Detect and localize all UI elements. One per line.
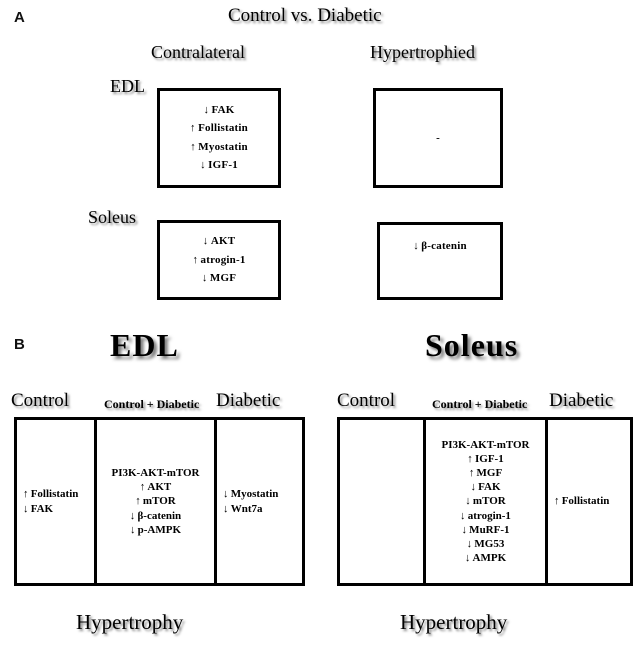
panel-a-entry: ↓ MGF xyxy=(201,272,237,285)
panel-b-grid-soleus: PI3K-AKT-mTOR↑ IGF-1↑ MGF↓ FAK↓ mTOR↓ at… xyxy=(337,417,633,586)
panel-b-entry: ↓ Wnt7a xyxy=(223,502,263,515)
arrow-down-icon: ↓ xyxy=(466,537,473,550)
arrow-down-icon: ↓ xyxy=(129,523,136,536)
panel-b-title-edl: EDL xyxy=(110,327,179,363)
panel-a-box-edl-contralateral: ↓ FAK ↑ Follistatin ↑ Myostatin ↓ IGF-1 xyxy=(157,88,281,188)
arrow-down-icon: ↓ xyxy=(413,240,419,252)
arrow-up-icon: ↑ xyxy=(467,453,473,466)
panel-b-entry: ↓ FAK xyxy=(470,481,501,494)
panel-b-entry: ↑ MGF xyxy=(468,467,503,480)
panel-b-entry: ↓ Myostatin xyxy=(223,488,279,501)
panel-b-soleus-column-control-plus-diabetic: PI3K-AKT-mTOR↑ IGF-1↑ MGF↓ FAK↓ mTOR↓ at… xyxy=(426,420,548,583)
arrow-up-icon: ↑ xyxy=(190,122,196,135)
panel-b-entry: ↑ IGF-1 xyxy=(467,453,504,466)
arrow-up-icon: ↑ xyxy=(468,467,475,480)
panel-b-entry: ↑ AKT xyxy=(139,481,172,494)
panel-a-letter: A xyxy=(14,9,25,26)
panel-b-entry: ↓ AMPK xyxy=(464,551,507,564)
panel-b-entry: ↑ mTOR xyxy=(135,495,176,508)
panel-b-letter: B xyxy=(14,336,25,353)
arrow-up-icon: ↑ xyxy=(192,253,199,266)
arrow-up-icon: ↑ xyxy=(23,488,29,501)
arrow-up-icon: ↑ xyxy=(190,140,196,153)
panel-b-entry: ↑ Follistatin xyxy=(554,495,610,508)
panel-a-row-header-edl: EDL xyxy=(110,76,145,96)
arrow-down-icon: ↓ xyxy=(203,103,210,116)
panel-b-edl-header-control: Control xyxy=(11,390,70,411)
panel-a-box-edl-hypertrophied: - xyxy=(373,88,503,188)
panel-b-edl-column-diabetic: ↓ Myostatin↓ Wnt7a xyxy=(217,420,302,583)
panel-b-soleus-bottom-label: Hypertrophy xyxy=(400,610,508,634)
arrow-down-icon: ↓ xyxy=(201,272,208,285)
arrow-up-icon: ↑ xyxy=(135,495,141,508)
panel-b-soleus-header-control: Control xyxy=(337,390,396,411)
panel-b-soleus-column-diabetic: ↑ Follistatin xyxy=(548,420,630,583)
panel-a-entry: ↑ Follistatin xyxy=(190,122,248,135)
panel-b-edl-column-control: ↑ Follistatin↓ FAK xyxy=(17,420,97,583)
arrow-down-icon: ↓ xyxy=(202,234,209,247)
panel-b-edl-column-control-plus-diabetic: PI3K-AKT-mTOR↑ AKT↑ mTOR↓ β-catenin↓ p-A… xyxy=(97,420,217,583)
panel-a-box-soleus-contralateral: ↓ AKT ↑ atrogin-1 ↓ MGF xyxy=(157,220,281,300)
panel-a-entry: ↑ atrogin-1 xyxy=(192,253,246,266)
panel-b-entry: ↓ p-AMPK xyxy=(129,523,182,536)
panel-a-entry: ↓ AKT xyxy=(202,234,236,247)
arrow-down-icon: ↓ xyxy=(461,523,467,536)
panel-b-entry: PI3K-AKT-mTOR xyxy=(111,467,200,480)
panel-a-column-header-contralateral: Contralateral xyxy=(151,42,245,62)
panel-b-edl-header-diabetic: Diabetic xyxy=(216,390,281,411)
arrow-down-icon: ↓ xyxy=(465,495,471,508)
panel-b-grid-edl: ↑ Follistatin↓ FAK PI3K-AKT-mTOR↑ AKT↑ m… xyxy=(14,417,305,586)
arrow-down-icon: ↓ xyxy=(200,159,206,172)
arrow-down-icon: ↓ xyxy=(470,481,476,494)
arrow-down-icon: ↓ xyxy=(223,502,229,515)
panel-b-soleus-header-control-plus-diabetic: Control + Diabetic xyxy=(432,397,528,411)
arrow-up-icon: ↑ xyxy=(554,495,560,508)
figure-title: Control vs. Diabetic xyxy=(228,5,382,26)
panel-a-entry: ↓ IGF-1 xyxy=(200,159,238,172)
arrow-down-icon: ↓ xyxy=(223,488,229,501)
panel-b-edl-header-control-plus-diabetic: Control + Diabetic xyxy=(104,397,200,411)
panel-a-column-header-hypertrophied: Hypertrophied xyxy=(370,42,475,62)
panel-b-soleus-header-diabetic: Diabetic xyxy=(549,390,614,411)
arrow-down-icon: ↓ xyxy=(460,509,466,522)
panel-b-entry: ↓ FAK xyxy=(23,502,54,515)
panel-a-entry: ↓ β-catenin xyxy=(413,240,467,252)
arrow-down-icon: ↓ xyxy=(464,551,471,564)
panel-a-entry: ↓ FAK xyxy=(203,103,235,116)
panel-a-row-header-soleus: Soleus xyxy=(88,207,137,227)
panel-a-box-soleus-hypertrophied: ↓ β-catenin xyxy=(377,222,503,300)
panel-b-entry: ↓ MuRF-1 xyxy=(461,523,510,536)
panel-a-entry: ↑ Myostatin xyxy=(190,140,248,153)
panel-b-entry: ↑ Follistatin xyxy=(23,488,79,501)
arrow-down-icon: ↓ xyxy=(129,509,136,522)
panel-b-title-soleus: Soleus xyxy=(425,327,519,363)
panel-b-entry: ↓ MG53 xyxy=(466,537,505,550)
panel-b-entry: ↓ β-catenin xyxy=(129,509,182,522)
arrow-down-icon: ↓ xyxy=(23,502,29,515)
panel-b-edl-bottom-label: Hypertrophy xyxy=(76,610,184,634)
panel-b-entry: PI3K-AKT-mTOR xyxy=(441,439,530,452)
arrow-up-icon: ↑ xyxy=(139,481,146,494)
panel-b-entry: ↓ atrogin-1 xyxy=(460,509,511,522)
panel-b-soleus-column-control xyxy=(340,420,426,583)
panel-b-entry: ↓ mTOR xyxy=(465,495,506,508)
empty-placeholder: - xyxy=(436,131,440,144)
